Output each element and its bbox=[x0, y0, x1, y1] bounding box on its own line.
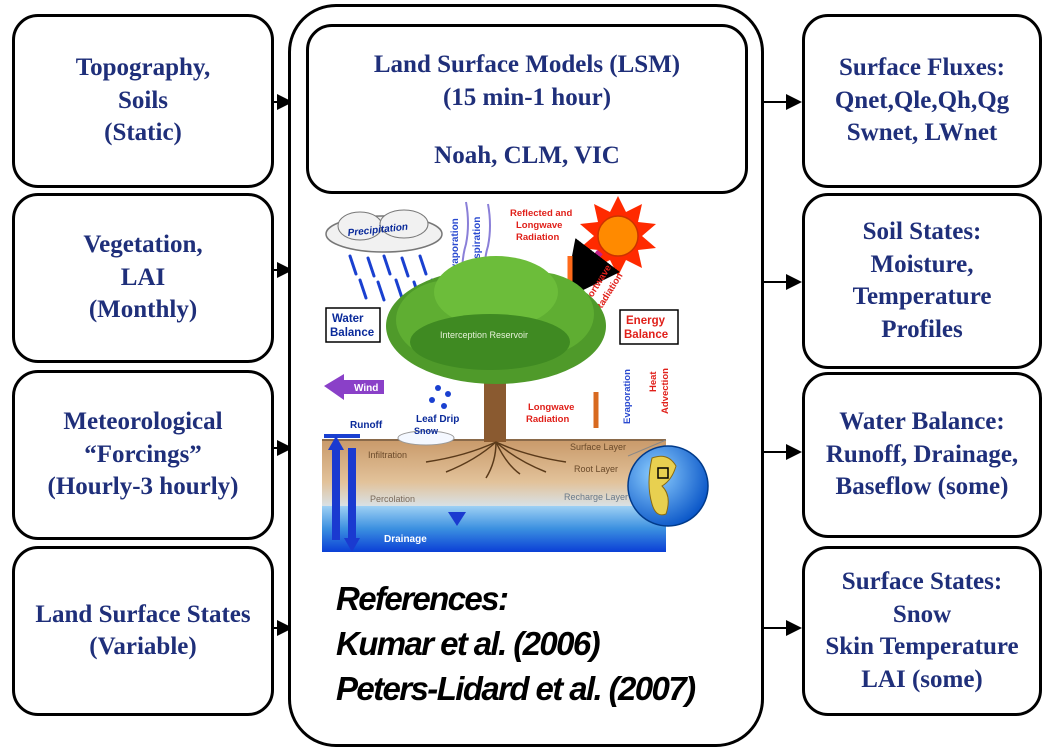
output-box-line: Moisture, bbox=[870, 250, 974, 278]
label-evaporation-top: Evaporation bbox=[450, 218, 461, 276]
leaf-drip-icon bbox=[429, 385, 451, 409]
input-box-line: Land Surface States bbox=[35, 600, 251, 628]
output-box-line: Swnet, LWnet bbox=[846, 119, 998, 147]
output-box-surface-states: Surface States: Snow Skin Temperature LA… bbox=[802, 546, 1042, 716]
label-reflected-3: Radiation bbox=[516, 232, 559, 243]
input-box-line: (Monthly) bbox=[88, 296, 198, 324]
input-box-topography: Topography, Soils (Static) bbox=[12, 14, 274, 188]
cloud-icon bbox=[325, 209, 443, 253]
land-surface-illustration: Precipitation Evaporation Transpiration … bbox=[322, 196, 709, 552]
output-box-soil-states: Soil States: Moisture, Temperature Profi… bbox=[802, 193, 1042, 369]
output-box-surface-fluxes: Surface Fluxes: Qnet,Qle,Qh,Qg Swnet, LW… bbox=[802, 14, 1042, 188]
tree-icon bbox=[386, 256, 606, 442]
label-advection: Advection bbox=[660, 368, 671, 414]
label-percolation: Percolation bbox=[370, 494, 415, 504]
label-surface-layer: Surface Layer bbox=[570, 442, 626, 452]
label-water-balance-2: Balance bbox=[330, 327, 374, 339]
input-box-line: Vegetation, bbox=[83, 231, 203, 259]
label-transpiration: Transpiration bbox=[472, 217, 483, 280]
label-interception: Interception Reservoir bbox=[440, 330, 528, 340]
label-wind: Wind bbox=[354, 383, 378, 394]
label-leaf-drip: Leaf Drip bbox=[416, 414, 459, 425]
output-box-line: Baseflow (some) bbox=[835, 473, 1009, 501]
input-box-line: LAI bbox=[120, 263, 166, 291]
references-heading: References: bbox=[336, 580, 509, 617]
label-evaporation-right: Evaporation bbox=[622, 369, 633, 424]
lsm-interval: (15 min-1 hour) bbox=[442, 83, 612, 111]
output-box-line: Skin Temperature bbox=[825, 633, 1019, 660]
label-longwave-1: Longwave bbox=[528, 402, 574, 413]
output-box-line: Water Balance: bbox=[839, 408, 1005, 436]
label-reflected-2: Longwave bbox=[516, 220, 562, 231]
output-box-line: Soil States: bbox=[862, 218, 982, 245]
roots-icon bbox=[425, 441, 567, 479]
input-box-land-surface-states: Land Surface States (Variable) bbox=[12, 546, 274, 716]
groundwater-layer bbox=[322, 506, 666, 552]
input-box-line: Topography, bbox=[75, 54, 211, 82]
output-box-line: Profiles bbox=[881, 315, 963, 343]
globe-icon bbox=[627, 445, 709, 527]
output-box-line: LAI (some) bbox=[861, 665, 983, 693]
input-box-line: Meteorological bbox=[63, 408, 223, 436]
water-balance-box bbox=[325, 307, 381, 343]
label-energy-balance-1: Energy bbox=[626, 315, 666, 327]
output-box-line: Runoff, Drainage, bbox=[825, 440, 1019, 468]
water-table-icon bbox=[448, 512, 466, 526]
wind-arrow bbox=[324, 374, 384, 400]
energy-balance-box bbox=[619, 309, 679, 345]
input-box-line: (Variable) bbox=[89, 633, 197, 660]
lsm-title: Land Surface Models (LSM) bbox=[373, 51, 681, 78]
output-box-line: Qnet,Qle,Qh,Qg bbox=[834, 86, 1010, 114]
label-drainage: Drainage bbox=[384, 534, 427, 545]
lsm-box: Land Surface Models (LSM) (15 min-1 hour… bbox=[306, 24, 748, 194]
label-longwave-2: Radiation bbox=[526, 414, 569, 425]
input-box-line: Soils bbox=[117, 86, 169, 114]
label-reflected-1: Reflected and bbox=[510, 208, 572, 219]
snow-icon bbox=[397, 430, 455, 446]
output-box-water-balance: Water Balance: Runoff, Drainage, Baseflo… bbox=[802, 372, 1042, 538]
label-root-layer: Root Layer bbox=[574, 464, 618, 474]
infiltration-arrows bbox=[328, 436, 360, 552]
references: References: Kumar et al. (2006) Peters-L… bbox=[336, 576, 696, 711]
input-box-line: (Hourly-3 hourly) bbox=[47, 473, 239, 501]
label-water-balance-1: Water bbox=[332, 313, 364, 325]
label-snow: Snow bbox=[414, 426, 439, 436]
reference-kumar: Kumar et al. (2006) bbox=[336, 625, 601, 662]
lsm-models: Noah, CLM, VIC bbox=[434, 142, 620, 169]
label-recharge-layer: Recharge Layer bbox=[564, 492, 628, 502]
input-box-line: (Static) bbox=[104, 119, 182, 147]
soil-layer bbox=[322, 440, 666, 510]
output-box-line: Snow bbox=[892, 600, 952, 628]
label-energy-balance-2: Balance bbox=[624, 329, 668, 341]
label-runoff: Runoff bbox=[350, 420, 383, 431]
label-heat: Heat bbox=[648, 371, 659, 392]
input-box-meteorological: Meteorological “Forcings” (Hourly-3 hour… bbox=[12, 370, 274, 540]
output-box-line: Surface Fluxes: bbox=[839, 54, 1005, 82]
reference-peters-lidard: Peters-Lidard et al. (2007) bbox=[336, 670, 696, 707]
globe-pointer-line bbox=[627, 439, 667, 457]
input-box-vegetation: Vegetation, LAI (Monthly) bbox=[12, 193, 274, 363]
input-box-line: “Forcings” bbox=[84, 440, 202, 468]
output-box-line: Surface States: bbox=[841, 568, 1003, 595]
label-infiltration: Infiltration bbox=[368, 450, 407, 460]
output-box-line: Temperature bbox=[852, 283, 992, 310]
